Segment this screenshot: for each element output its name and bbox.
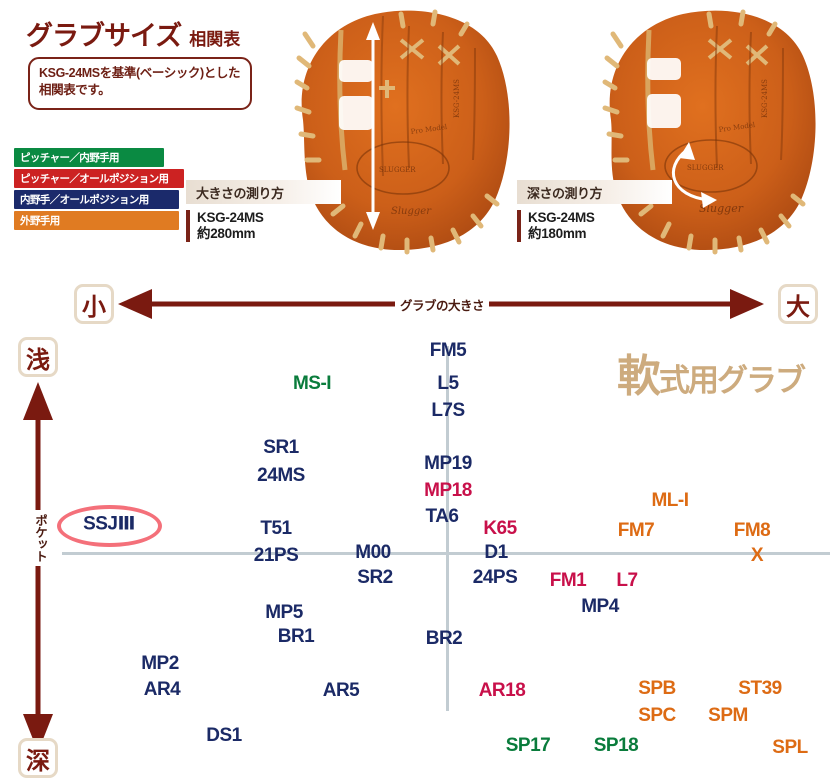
y-axis-max-box: 深 [18,738,58,778]
chart-point-fm8[interactable]: FM8 [733,520,771,541]
chart-point-24ms[interactable]: 24MS [257,465,305,486]
svg-text:KSG-24MS: KSG-24MS [761,79,769,118]
chart-point-fm1[interactable]: FM1 [549,570,587,591]
measure-depth-block: 深さの測り方 KSG-24MS 約180mm [517,180,672,242]
legend-item-label: ピッチャー／オールポジション用 [20,173,169,185]
highlight-ellipse-ssj3 [57,505,162,547]
chart-point-sr1[interactable]: SR1 [263,437,299,458]
page-title-main: グラブサイズ [26,21,182,51]
glove-photo-size: SLUGGER Pro Model KSG-24MS Slugger [283,0,533,262]
chart-point-l7[interactable]: L7 [616,570,638,591]
x-axis-max-label: 大 [786,293,810,321]
chart-point-fm7[interactable]: FM7 [617,520,655,541]
header-panel: グラブサイズ 相関表 KSG-24MSを基準(ベーシック)とした 相関表です。 … [0,0,835,268]
measure-size-tick [186,210,190,242]
svg-text:KSG-24MS: KSG-24MS [453,79,461,118]
chart-point-fm5[interactable]: FM5 [429,340,467,361]
chart-point-l7s[interactable]: L7S [431,400,465,421]
legend-item-2: 内野手／オールポジション用 [14,190,179,209]
page-title: グラブサイズ 相関表 [26,14,240,53]
chart-point-mp5[interactable]: MP5 [265,602,303,623]
watermark-big: 軟 [617,352,661,401]
chart-watermark: 軟式用グラブ [617,340,806,404]
measure-depth-model: KSG-24MS [528,210,595,225]
watermark-small: 式用グラブ [659,363,806,398]
x-axis-label: グラブの大きさ [395,295,490,314]
page-title-sub: 相関表 [189,30,241,49]
measure-depth-heading-bar: 深さの測り方 [517,180,672,204]
legend-item-label: 内野手／オールポジション用 [20,194,149,206]
chart-point-ds1[interactable]: DS1 [206,725,242,746]
y-axis-min-label: 浅 [26,346,50,374]
y-axis-max-label: 深 [26,747,50,775]
chart-point-mp19[interactable]: MP19 [424,453,472,474]
chart-point-d1[interactable]: D1 [484,542,508,563]
legend-item-label: 外野手用 [20,215,60,227]
measure-depth-value: 約180mm [528,226,587,241]
chart-point-mp2[interactable]: MP2 [141,653,179,674]
chart-point-ssj[interactable]: SSJⅢ [83,513,135,535]
chart-point-24ps[interactable]: 24PS [472,567,518,588]
chart-point-sr2[interactable]: SR2 [357,567,393,588]
chart-point-mp18[interactable]: MP18 [424,480,472,501]
svg-text:SLUGGER: SLUGGER [687,164,724,172]
chart-point-ar4[interactable]: AR4 [143,679,181,700]
grid-horizontal [62,552,830,555]
chart-point-sp17[interactable]: SP17 [505,735,551,756]
chart-point-mli[interactable]: ML-I [651,490,689,511]
chart-point-ar5[interactable]: AR5 [322,680,360,701]
chart-point-br2[interactable]: BR2 [425,628,463,649]
x-axis-max-box: 大 [778,284,818,324]
chart-point-k65[interactable]: K65 [483,518,517,539]
measure-size-model: KSG-24MS [197,210,264,225]
chart-point-msi[interactable]: MS-I [292,373,332,394]
measure-size-heading: 大きさの測り方 [196,185,284,201]
chart-point-t51[interactable]: T51 [260,518,292,539]
y-axis-arrow [23,382,53,752]
legend-item-label: ピッチャー／内野手用 [20,152,120,164]
legend-item-3: 外野手用 [14,211,179,230]
note-line-1: KSG-24MSを基準(ベーシック)とした [39,66,241,80]
chart-point-x[interactable]: X [750,545,764,566]
legend: ピッチャー／内野手用ピッチャー／オールポジション用内野手／オールポジション用外野… [14,148,184,232]
measure-size-heading-bar: 大きさの測り方 [186,180,341,204]
note-box: KSG-24MSを基準(ベーシック)とした 相関表です。 [28,57,252,110]
chart-point-21ps[interactable]: 21PS [253,545,299,566]
chart-point-br1[interactable]: BR1 [277,626,315,647]
chart-point-spm[interactable]: SPM [708,705,748,726]
x-axis-min-label: 小 [82,293,106,321]
chart-point-l5[interactable]: L5 [437,373,459,394]
legend-item-1: ピッチャー／オールポジション用 [14,169,184,188]
chart-point-st39[interactable]: ST39 [738,678,782,699]
chart-point-mp4[interactable]: MP4 [581,596,619,617]
svg-text:SLUGGER: SLUGGER [379,166,416,174]
svg-text:Slugger: Slugger [699,202,744,215]
chart-point-spb[interactable]: SPB [638,678,676,699]
measure-depth-heading: 深さの測り方 [527,185,603,201]
measure-depth-tick [517,210,521,242]
chart-point-spc[interactable]: SPC [638,705,676,726]
chart-point-ar18[interactable]: AR18 [478,680,526,701]
svg-text:Slugger: Slugger [391,206,432,217]
legend-item-0: ピッチャー／内野手用 [14,148,164,167]
y-axis-label: ポケット [31,510,50,566]
note-line-2: 相関表です。 [39,83,111,97]
x-axis-min-box: 小 [74,284,114,324]
y-axis-min-box: 浅 [18,337,58,377]
chart-point-sp18[interactable]: SP18 [593,735,639,756]
chart-point-ta6[interactable]: TA6 [425,506,459,527]
measure-size-value: 約280mm [197,226,256,241]
grid-vertical [446,346,449,711]
chart-point-spl[interactable]: SPL [772,737,808,758]
chart-point-m00[interactable]: M00 [355,542,391,563]
measure-size-block: 大きさの測り方 KSG-24MS 約280mm [186,180,341,242]
